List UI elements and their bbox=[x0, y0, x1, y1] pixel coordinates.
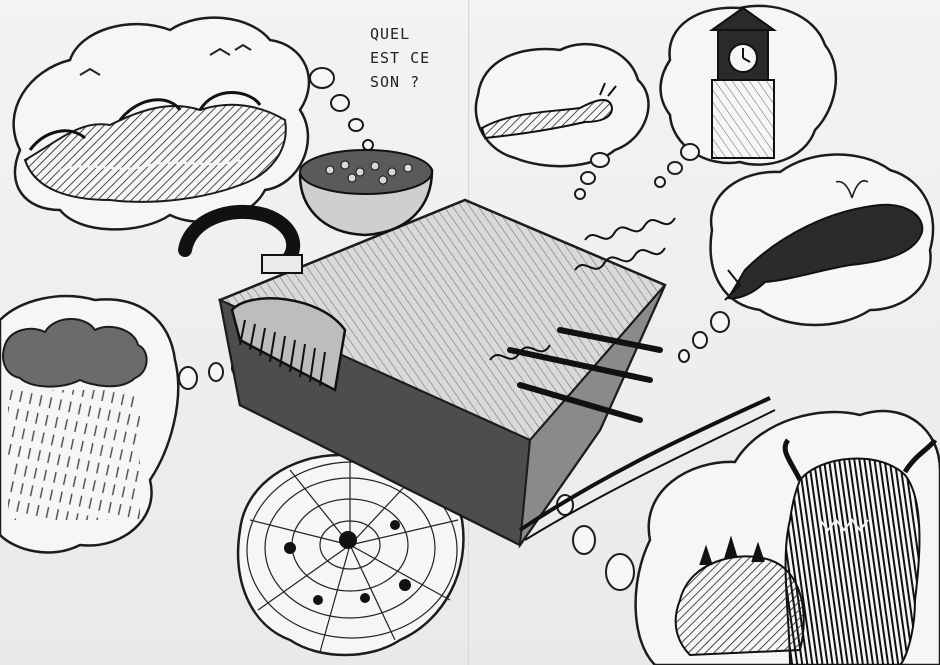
pegs bbox=[507, 327, 663, 423]
sound-box-instrument bbox=[217, 198, 667, 549]
question-line-2: EST CE bbox=[370, 49, 431, 67]
thought-bubble-caterpillar bbox=[474, 42, 650, 168]
thought-bubble-monsters bbox=[634, 409, 940, 665]
thought-bubble-whale bbox=[709, 153, 935, 327]
bubble-trail-waves bbox=[309, 67, 374, 151]
spiral-hook bbox=[178, 204, 303, 274]
thought-bubble-rain bbox=[0, 294, 180, 554]
question-line-3: SON ? bbox=[370, 73, 421, 91]
violin-bow bbox=[518, 396, 776, 541]
bubble-trail-clocktower bbox=[654, 143, 700, 188]
question-line-1: QUEL bbox=[370, 25, 411, 43]
bubble-trail-monsters bbox=[556, 494, 635, 591]
question-title: QUEL EST CE SON ? bbox=[370, 22, 466, 94]
comb bbox=[230, 297, 347, 392]
bowl-of-beads bbox=[298, 149, 434, 237]
bubble-trail-whale bbox=[678, 311, 730, 363]
bubble-trail-caterpillar bbox=[574, 152, 610, 200]
thought-bubble-waves bbox=[12, 16, 311, 231]
thought-bubble-clocktower bbox=[659, 4, 838, 166]
